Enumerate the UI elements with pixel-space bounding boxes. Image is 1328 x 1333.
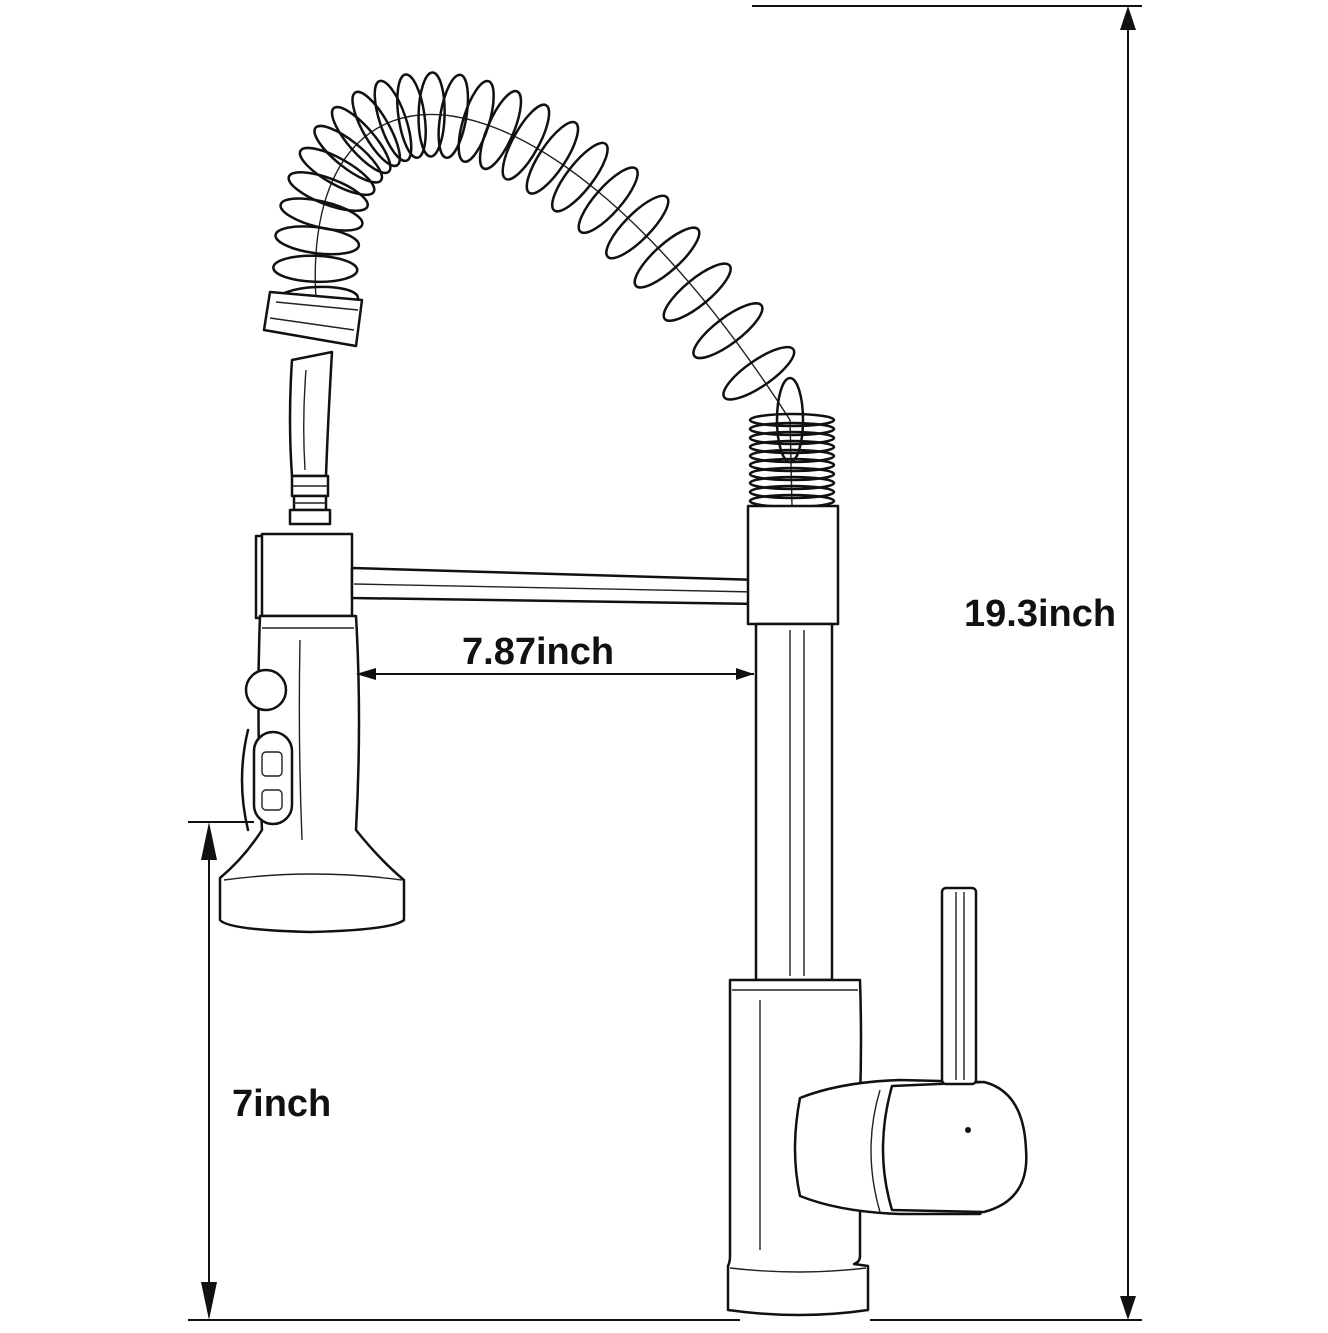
spring-ring [577, 166, 639, 235]
spring-ring [396, 73, 427, 159]
spring-ring [437, 73, 470, 160]
arrow-up-icon [1120, 6, 1136, 30]
spring-ring [722, 345, 796, 401]
spring-tight-ring [748, 457, 836, 473]
spring-tight-ring [748, 484, 836, 500]
spring-tight-ring [748, 466, 836, 482]
reach-label: 7.87inch [462, 631, 614, 673]
spring-tight-ring [748, 421, 836, 437]
arrow-right-icon [736, 668, 754, 680]
spring-ring [605, 194, 670, 260]
spring-ring [298, 146, 376, 197]
reach-dimension-line [356, 668, 754, 680]
spring-ring [501, 103, 551, 181]
arrow-up-icon [201, 822, 217, 860]
sprayer-collar [262, 290, 364, 348]
spring-ring [662, 262, 732, 322]
spring-ring [692, 302, 764, 360]
spout-height-dimension-line [188, 821, 740, 1321]
inner-hose [314, 113, 793, 507]
spring-tight-ring [748, 412, 836, 428]
spring-ring [633, 226, 701, 289]
pull-down-hose [288, 350, 334, 526]
spring-tight-ring [748, 439, 836, 455]
sprayer-head [218, 532, 406, 934]
spring-ring [417, 71, 446, 158]
spring-ring [279, 197, 364, 232]
spring-tight-ring [748, 475, 836, 491]
spring-ring [287, 171, 369, 212]
spring-ring [272, 254, 359, 284]
height-dimension-line [752, 5, 1142, 1321]
height-label: 19.3inch [964, 593, 1116, 635]
spring-tight-ring [748, 430, 836, 446]
spring-ring [550, 141, 609, 213]
holder-arm [350, 566, 767, 606]
spring-ring [313, 124, 384, 184]
spring-coil [272, 71, 836, 509]
spring-ring [351, 90, 402, 168]
spring-ring [478, 89, 523, 171]
spring-ring [525, 120, 580, 195]
arrow-down-icon [1120, 1296, 1136, 1320]
handle-lever-icon [940, 886, 978, 1086]
spout-height-label: 7inch [232, 1083, 331, 1125]
sprayer-mode-button-icon [244, 668, 288, 712]
spring-ring [330, 105, 392, 175]
arrow-left-icon [356, 668, 376, 680]
spring-tight-ring [748, 448, 836, 464]
arrow-down-icon [201, 1282, 217, 1320]
faucet-body [726, 504, 1028, 1317]
spring-ring [373, 79, 413, 163]
